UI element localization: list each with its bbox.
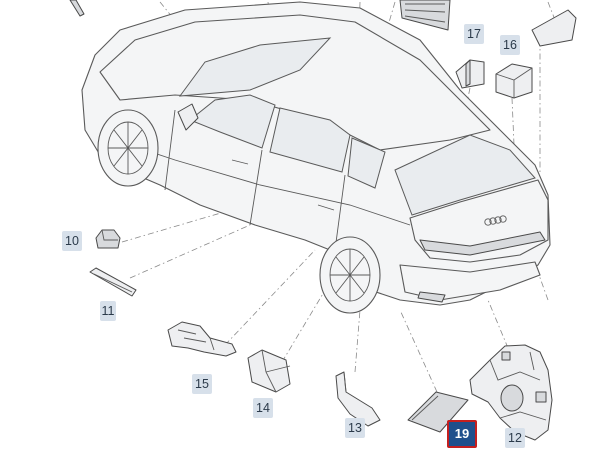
rear-wheel xyxy=(319,236,381,314)
callout-14[interactable]: 14 xyxy=(253,398,273,418)
part-top-left-strip xyxy=(69,0,85,17)
part-19 xyxy=(407,391,469,433)
callout-10[interactable]: 10 xyxy=(62,231,82,251)
part-14 xyxy=(247,349,291,393)
part-16 xyxy=(495,63,533,99)
callout-12[interactable]: 12 xyxy=(505,428,525,448)
part-11 xyxy=(89,267,137,297)
callout-17[interactable]: 17 xyxy=(464,24,484,44)
front-wheel xyxy=(97,109,159,187)
callout-16[interactable]: 16 xyxy=(500,35,520,55)
callout-19-selected[interactable]: 19 xyxy=(447,420,477,448)
callout-13[interactable]: 13 xyxy=(345,418,365,438)
part-top-right-bracket xyxy=(531,9,577,47)
part-17 xyxy=(455,59,485,89)
part-15 xyxy=(167,321,237,357)
part-12 xyxy=(469,344,553,441)
callout-15[interactable]: 15 xyxy=(192,374,212,394)
part-13 xyxy=(335,371,381,427)
vehicle-illustration xyxy=(81,1,551,314)
part-10 xyxy=(95,229,121,249)
audi-rings xyxy=(484,215,507,226)
part-top-mat xyxy=(399,0,451,31)
callout-11[interactable]: 11 xyxy=(100,301,116,321)
